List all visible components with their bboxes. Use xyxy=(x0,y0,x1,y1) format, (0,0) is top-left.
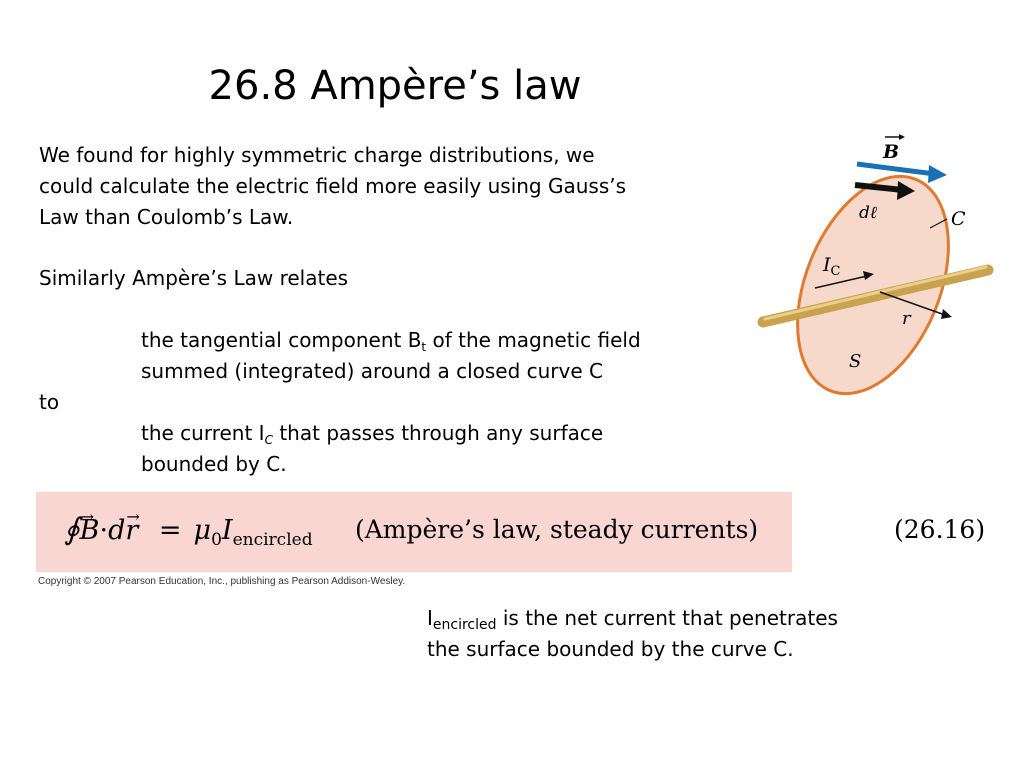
equation-description: (Ampère’s law, steady currents) xyxy=(355,515,759,544)
equation-number: (26.16) xyxy=(894,515,986,544)
intro-line-2: could calculate the electric field more … xyxy=(39,174,627,198)
s-label: S xyxy=(849,351,861,372)
point1-line-1: the tangential component Bt of the magne… xyxy=(141,325,641,356)
wire-highlight xyxy=(763,265,988,321)
equals-sign: = xyxy=(158,515,182,546)
point1-subscript: t xyxy=(421,340,427,354)
point2-post: that passes through any surface xyxy=(272,421,604,445)
point2-pre: the current I xyxy=(141,421,265,445)
note-line-2: the surface bounded by the curve C. xyxy=(427,637,794,661)
r-arrow xyxy=(879,291,946,316)
point1-pre: the tangential component B xyxy=(141,328,422,352)
copyright-notice: Copyright © 2007 Pearson Education, Inc.… xyxy=(38,576,406,587)
note-line-1-post: is the net current that penetrates xyxy=(496,606,838,630)
b-vector-arrow: → xyxy=(80,507,95,526)
r-vector: →r xyxy=(125,507,139,553)
b-vector: →B xyxy=(79,507,100,553)
r-label: r xyxy=(902,308,912,329)
mu-symbol: μ xyxy=(193,515,212,546)
r-vector-arrow: → xyxy=(126,507,140,526)
b-label-vector-arrowhead xyxy=(899,134,905,140)
dl-arrow xyxy=(854,182,904,193)
r-arrowhead xyxy=(941,309,952,319)
dl-arrowhead xyxy=(897,181,915,200)
ampere-equation: ∮→B·d→r =μ0Iencircled xyxy=(64,507,313,553)
point1-line-2: summed (integrated) around a closed curv… xyxy=(141,359,603,383)
i-subscript: encircled xyxy=(232,530,313,550)
b-symbol: B xyxy=(79,515,100,546)
slide-title: 26.8 Ampère’s law xyxy=(208,63,582,109)
intro-line-1: We found for highly symmetric charge dis… xyxy=(39,143,595,167)
b-label: B xyxy=(882,141,899,163)
to-line: to xyxy=(39,390,60,414)
surface-s xyxy=(796,174,950,396)
relates-line: Similarly Ampère’s Law relates xyxy=(39,266,349,290)
ic-label: IC xyxy=(822,254,841,279)
equation-highlight-box xyxy=(36,492,792,572)
point2-subscript: C xyxy=(264,433,273,447)
c-label: C xyxy=(951,208,966,230)
note-i: I xyxy=(427,606,433,630)
ic-arrowhead xyxy=(863,271,874,280)
point2-line-2: bounded by C. xyxy=(141,452,287,476)
i-symbol: I xyxy=(221,515,233,546)
b-field-arrow xyxy=(856,161,936,177)
dot-operator: · xyxy=(99,515,109,546)
point2-line-1: the current IC that passes through any s… xyxy=(141,418,603,449)
c-pointer xyxy=(929,218,948,229)
ic-label-main: I xyxy=(822,254,831,276)
intro-line-3: Law than Coulomb’s Law. xyxy=(39,205,294,229)
b-field-arrowhead xyxy=(928,165,947,183)
d-symbol: d xyxy=(108,515,126,546)
note-line-1: Iencircled is the net current that penet… xyxy=(427,603,838,634)
dl-label: dℓ xyxy=(859,203,877,223)
point1-post: of the magnetic field xyxy=(426,328,641,352)
closed-integral-symbol: ∮ xyxy=(64,512,80,547)
wire xyxy=(757,264,994,328)
mu-subscript: 0 xyxy=(211,530,222,550)
note-subscript: encircled xyxy=(432,617,497,633)
r-symbol: r xyxy=(125,515,139,546)
ampere-loop-figure: B dℓ C IC r S xyxy=(757,134,994,396)
ic-arrow xyxy=(814,275,868,289)
ic-label-sub: C xyxy=(831,264,841,279)
